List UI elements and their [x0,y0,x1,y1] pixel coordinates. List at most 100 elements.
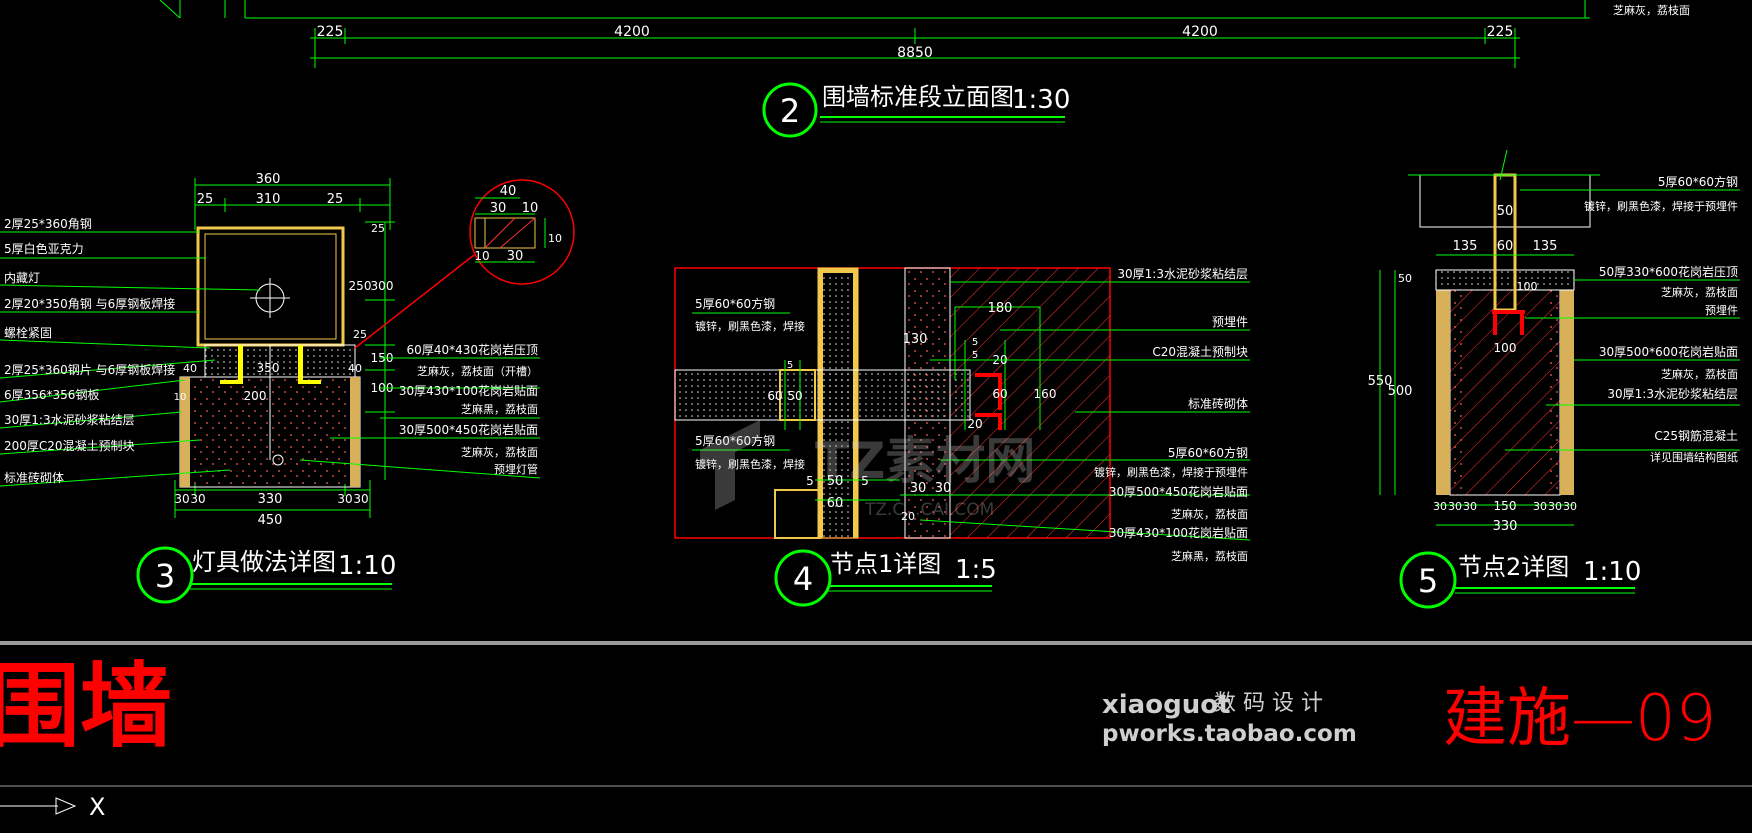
axis-label: X [89,793,105,821]
leader-label: 详见围墙结构图纸 [1650,450,1738,464]
dim-text: 100 [1494,341,1517,355]
leader-label: 螺栓紧固 [4,325,52,340]
leader-label: 芝麻灰，荔枝面（开槽） [417,364,538,378]
leader-label: 芝麻黑，荔枝面 [1171,549,1248,563]
leader-label: 芝麻灰，荔枝面 [1171,507,1248,521]
elevation-corner-note: 芝麻灰，荔枝面 [1613,3,1690,17]
shop-url: pworks.taobao.com [1102,721,1357,747]
dim-text: 550 [1368,374,1393,389]
leader-label: 30厚1:3水泥砂浆粘结层 [1607,386,1738,401]
dim-text: 10 [522,201,539,216]
leader-label: 30厚1:3水泥砂浆粘结层 [4,412,135,427]
dim-text: 4200 [1182,24,1218,40]
dim-text: 30 [1563,500,1577,513]
leader-label: 内藏灯 [4,271,40,285]
leader-label: 30厚1:3水泥砂浆粘结层 [1117,266,1248,281]
dim-text: 40 [348,362,362,375]
dim-text: 150 [1494,499,1517,513]
title-block: 围墙 xiaoguot 数 码 设 计 pworks.taobao.com 建施… [0,641,1752,787]
dim-text: 30 [1548,500,1562,513]
leader-label: 200厚C20混凝土预制块 [4,438,135,453]
dim-text: 500 [1388,384,1413,399]
dim-text: 10 [548,232,562,245]
detail4-scale: 1:5 [955,555,997,585]
leader-label: 镀锌，刷黑色漆，焊接 [695,319,805,333]
detail4-node1: 180 130 5 5 20 60 160 20 60 50 5 5 50 5 … [674,266,1251,607]
dim-text: 25 [327,192,344,207]
wall-cladding [1436,290,1450,495]
dim-total: 450 [258,513,283,528]
dim-text: 40 [183,362,197,375]
elevation-scale: 1:30 [1012,85,1070,115]
leader-label: 5厚60*60方钢 [695,296,775,311]
dim-text: 50 [1497,204,1514,219]
dim-text: 30 [910,481,927,496]
watermark-url: TZ.C...CAI.COM [864,500,994,520]
arrow-head-icon [55,797,77,815]
steel-tube-flange [774,489,821,539]
detail3-title: 灯具做法详图 [192,548,336,576]
dim-text: 30 [1533,500,1547,513]
dim-text: 135 [1533,239,1558,254]
wall-facing [1546,290,1560,495]
wall-cladding [1560,290,1574,495]
detail3-right-leaders [299,357,541,479]
designer-tag: 数 码 设 计 [1214,691,1323,716]
dim-text: 25 [197,192,214,207]
detail5-number: 5 [1418,562,1438,600]
leader-label: 60厚40*430花岗岩压顶 [407,342,538,357]
dim-text: 300 [371,279,394,293]
leader-label: 标准砖砌体 [1188,396,1248,411]
dim-text: 4200 [614,24,650,40]
leader-label: 2厚25*360角钢 [4,217,92,231]
dim-text: 30 [353,492,368,506]
steel-tube [779,369,816,421]
dim-text: 360 [256,172,281,187]
leader-label: 标准砖砌体 [4,470,64,485]
sheet-number: 建施—09 [1443,682,1716,756]
leader-label: 30厚500*450花岗岩贴面 [399,422,538,437]
granite-cap [674,369,971,421]
leader-label: 镀锌，刷黑色漆，焊接 [695,457,805,471]
leader-label: 5厚60*60方钢 [1168,445,1248,460]
leader-label: 30厚430*100花岗岩贴面 [399,383,538,398]
leader-label: 5厚60*60方钢 [1658,174,1738,189]
dim-text: 100 [1517,280,1538,293]
detail4-title: 节点1详图 [830,550,941,578]
leader-label: 5厚60*60方钢 [695,433,775,448]
detail5-number-circle [1399,551,1457,609]
leader-label: 镀锌，刷黑色漆，焊接于预埋件 [1094,465,1248,479]
leader-label: 芝麻灰，荔枝面 [1661,367,1738,381]
dim-text: 30 [174,492,189,506]
dim-text: 350 [257,361,280,375]
lamp-base-facing [180,377,190,487]
detail3-scale: 1:10 [338,551,396,581]
dim-text: 330 [258,492,283,507]
detail3-number-circle [136,546,194,604]
dim-text: 30 [507,249,524,264]
wall-body [1449,289,1561,496]
watermark: TZ素材网 TZ.C...CAI.COM [700,420,1035,520]
dim-text: 5 [972,337,978,348]
leader-label: 芝麻黑，荔枝面 [461,402,538,416]
dim-text: 50 [787,389,802,403]
dim-total: 330 [1493,519,1518,534]
dim-text: 25 [371,222,385,235]
leader-label: C25钢筋混凝土 [1654,428,1738,443]
dim-text: 5 [787,360,793,371]
coping-stone [1435,269,1575,291]
bracket [220,345,321,384]
dim-text: 60 [1497,239,1514,254]
steel-post [818,268,858,273]
dim-text: 20 [901,510,915,523]
upper-panel [1419,174,1591,228]
dim-text: 135 [1453,239,1478,254]
dim-text: 60 [992,387,1007,401]
dim-text: 60 [767,389,782,403]
detail3-number: 3 [155,557,175,595]
dim-text: 5 [972,350,978,361]
elevation-title: 围墙标准段立面图 [822,83,1014,111]
watermark-logo: TZ素材网 [815,432,1035,490]
